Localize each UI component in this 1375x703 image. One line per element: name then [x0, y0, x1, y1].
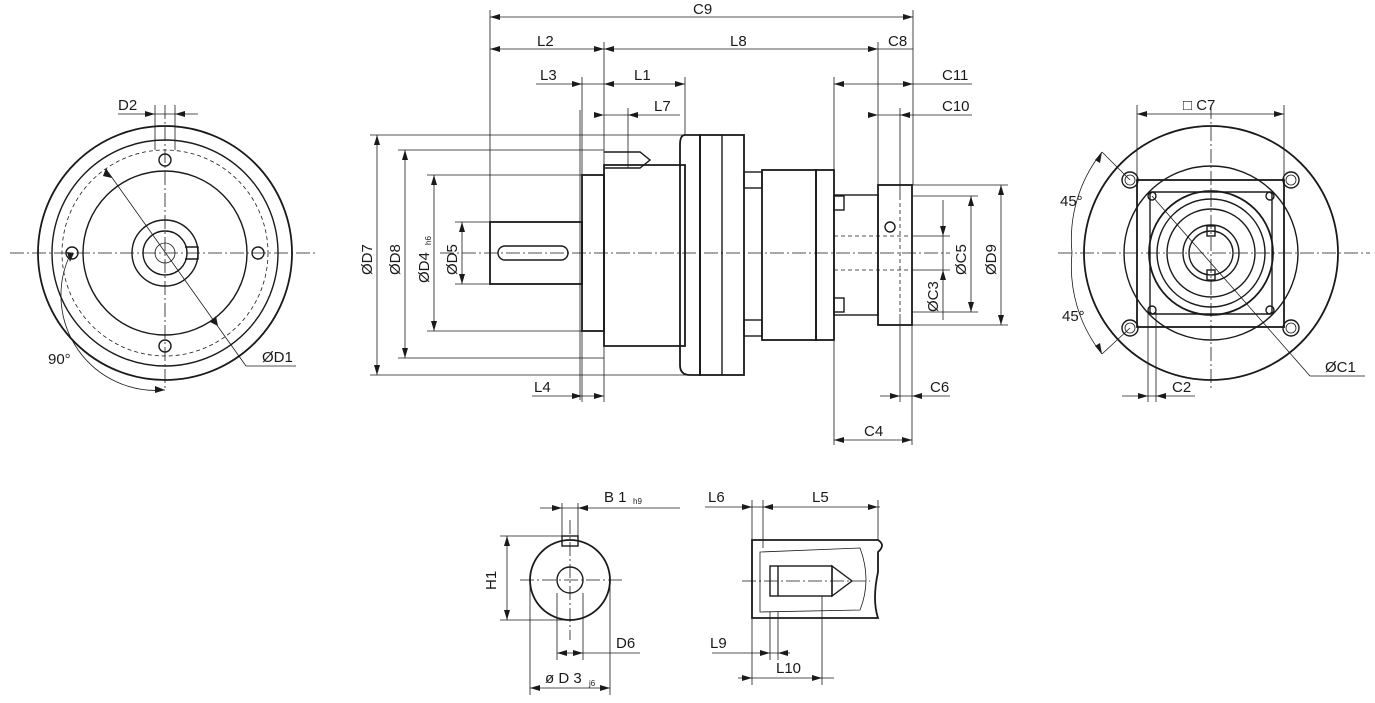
c2-label: C2 [1172, 379, 1191, 396]
angle-45-bottom-label: 45° [1062, 308, 1085, 325]
d1-label: ØD1 [262, 349, 293, 366]
d4-label: ØD4 [416, 252, 433, 283]
rear-view [1058, 105, 1370, 402]
l4-label: L4 [534, 379, 551, 396]
c3-label: ØC3 [925, 281, 942, 312]
c4-label: C4 [864, 423, 883, 440]
c6-label: C6 [930, 379, 949, 396]
d9-label: ØD9 [983, 244, 1000, 275]
l2-label: L2 [537, 33, 554, 50]
c1-label: ØC1 [1325, 359, 1356, 376]
l8-label: L8 [730, 33, 747, 50]
l9-label: L9 [710, 635, 727, 652]
d6-label: D6 [616, 635, 635, 652]
c9-label: C9 [693, 1, 712, 18]
front-view [10, 105, 315, 393]
d8-label: ØD8 [387, 244, 404, 275]
angle-45-top-label: 45° [1060, 193, 1083, 210]
l6-label: L6 [708, 489, 725, 506]
c7-label: □ C7 [1183, 97, 1215, 114]
l3-label: L3 [540, 67, 557, 84]
b1-label: B 1 [604, 489, 627, 506]
shaft-side-section [705, 500, 883, 685]
d3-tolerance: j6 [588, 679, 596, 688]
l7-label: L7 [654, 98, 671, 115]
d7-label: ØD7 [359, 244, 376, 275]
shaft-section [500, 503, 680, 695]
d3-label: ø D 3 [545, 670, 582, 687]
h1-label: H1 [483, 571, 500, 590]
d4-tolerance: h6 [424, 236, 433, 245]
l1-label: L1 [634, 67, 651, 84]
d5-label: ØD5 [444, 244, 461, 275]
l5-label: L5 [812, 489, 829, 506]
side-view [370, 10, 1008, 445]
angle-90-label: 90° [48, 351, 71, 368]
l10-label: L10 [776, 660, 801, 677]
c8-label: C8 [888, 33, 907, 50]
c5-label: ØC5 [953, 244, 970, 275]
b1-tolerance: h9 [633, 497, 642, 506]
c11-label: C11 [942, 67, 968, 84]
c10-label: C10 [942, 98, 970, 115]
d2-label: D2 [118, 97, 137, 114]
